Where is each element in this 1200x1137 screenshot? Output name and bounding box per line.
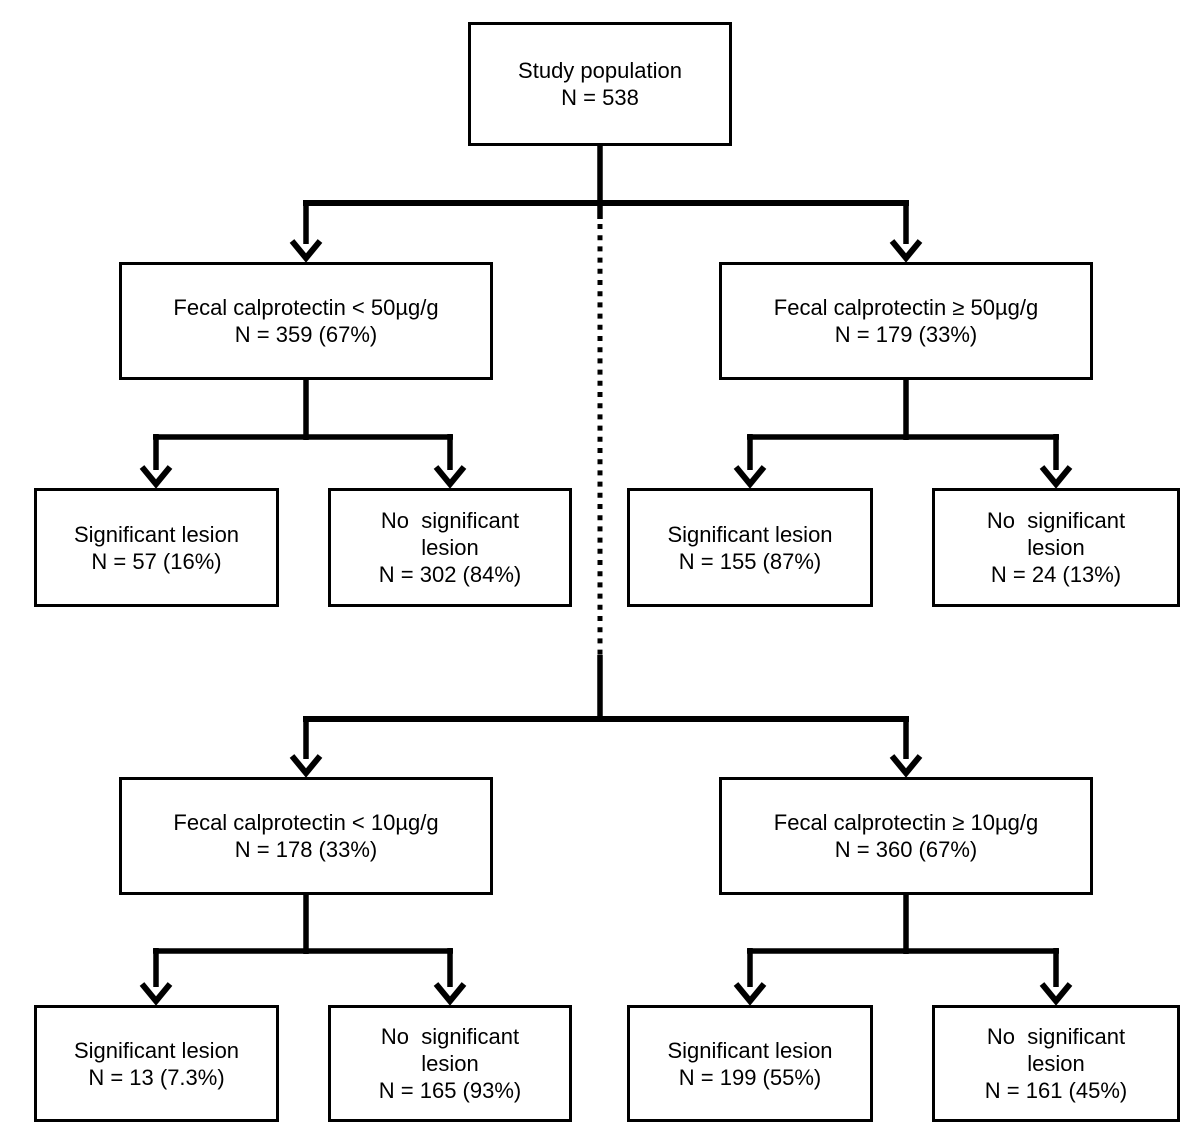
connector-ge10-split: [733, 894, 1073, 1006]
node-fc-ge50: Fecal calprotectin ≥ 50µg/g N = 179 (33%…: [719, 262, 1093, 380]
node-text-line: N = 199 (55%): [678, 1064, 822, 1090]
arrow-down-icon: [433, 465, 467, 489]
node-text-line: Fecal calprotectin ≥ 50µg/g: [773, 295, 1039, 320]
node-fc-lt50: Fecal calprotectin < 50µg/g N = 359 (67%…: [119, 262, 493, 380]
node-fc-lt10-no-significant-lesion: No significant lesion N = 165 (93%): [328, 1005, 572, 1122]
arrow-down-icon: [1039, 465, 1073, 489]
arrow-down-icon: [139, 465, 173, 489]
connector-tier2-split: [289, 716, 923, 778]
node-text-line: N = 359 (67%): [234, 322, 378, 347]
connector-lt50-split: [139, 379, 467, 489]
node-text-line: N = 179 (33%): [834, 322, 978, 347]
node-text-line: N = 13 (7.3%): [88, 1064, 225, 1090]
node-text-line: N = 24 (13%): [990, 562, 1122, 587]
node-fc-ge50-no-significant-lesion: No significant lesion N = 24 (13%): [932, 488, 1180, 607]
node-text-line: N = 57 (16%): [91, 548, 222, 574]
arrow-down-icon: [733, 982, 767, 1006]
arrow-down-icon: [733, 465, 767, 489]
node-fc-lt50-no-significant-lesion: No significant lesion N = 302 (84%): [328, 488, 572, 607]
node-text-line: Fecal calprotectin ≥ 10µg/g: [773, 810, 1039, 835]
node-fc-lt50-significant-lesion: Significant lesion N = 57 (16%): [34, 488, 279, 607]
node-fc-lt10-significant-lesion: Significant lesion N = 13 (7.3%): [34, 1005, 279, 1122]
node-fc-lt10: Fecal calprotectin < 10µg/g N = 178 (33%…: [119, 777, 493, 895]
node-fc-ge50-significant-lesion: Significant lesion N = 155 (87%): [627, 488, 873, 607]
node-text-line: N = 360 (67%): [834, 837, 978, 862]
node-text-line: Fecal calprotectin < 10µg/g: [173, 810, 439, 835]
arrow-down-icon: [1039, 982, 1073, 1006]
node-text-line: N = 538: [561, 85, 639, 110]
node-text-line: No significant: [986, 508, 1126, 533]
arrow-down-icon: [889, 239, 923, 263]
node-text-line: Fecal calprotectin < 50µg/g: [173, 295, 439, 320]
node-text-line: N = 302 (84%): [378, 562, 522, 587]
connector-root-split: [289, 144, 923, 263]
node-study-population: Study population N = 538: [468, 22, 732, 146]
connector-lt10-split: [139, 894, 467, 1006]
connector-ge50-split: [733, 379, 1073, 489]
node-text-line: No significant: [380, 508, 520, 533]
node-text-line: Study population: [518, 58, 682, 83]
node-fc-ge10-significant-lesion: Significant lesion N = 199 (55%): [627, 1005, 873, 1122]
node-text-line: N = 155 (87%): [678, 548, 822, 574]
node-text-line: Significant lesion: [667, 521, 833, 547]
node-text-line: lesion: [1027, 1051, 1085, 1076]
arrow-down-icon: [433, 982, 467, 1006]
arrow-down-icon: [289, 754, 323, 778]
node-text-line: N = 165 (93%): [378, 1078, 522, 1103]
arrow-down-icon: [139, 982, 173, 1006]
node-text-line: Significant lesion: [73, 521, 240, 547]
node-fc-ge10-no-significant-lesion: No significant lesion N = 161 (45%): [932, 1005, 1180, 1122]
node-text-line: No significant: [986, 1024, 1126, 1049]
arrow-down-icon: [889, 754, 923, 778]
node-text-line: lesion: [1027, 535, 1085, 560]
node-text-line: lesion: [421, 535, 479, 560]
node-text-line: Significant lesion: [73, 1037, 240, 1063]
node-text-line: N = 161 (45%): [984, 1078, 1128, 1103]
node-text-line: No significant: [380, 1024, 520, 1049]
node-text-line: N = 178 (33%): [234, 837, 378, 862]
node-text-line: lesion: [421, 1051, 479, 1076]
node-text-line: Significant lesion: [667, 1037, 833, 1063]
arrow-down-icon: [289, 239, 323, 263]
node-fc-ge10: Fecal calprotectin ≥ 10µg/g N = 360 (67%…: [719, 777, 1093, 895]
